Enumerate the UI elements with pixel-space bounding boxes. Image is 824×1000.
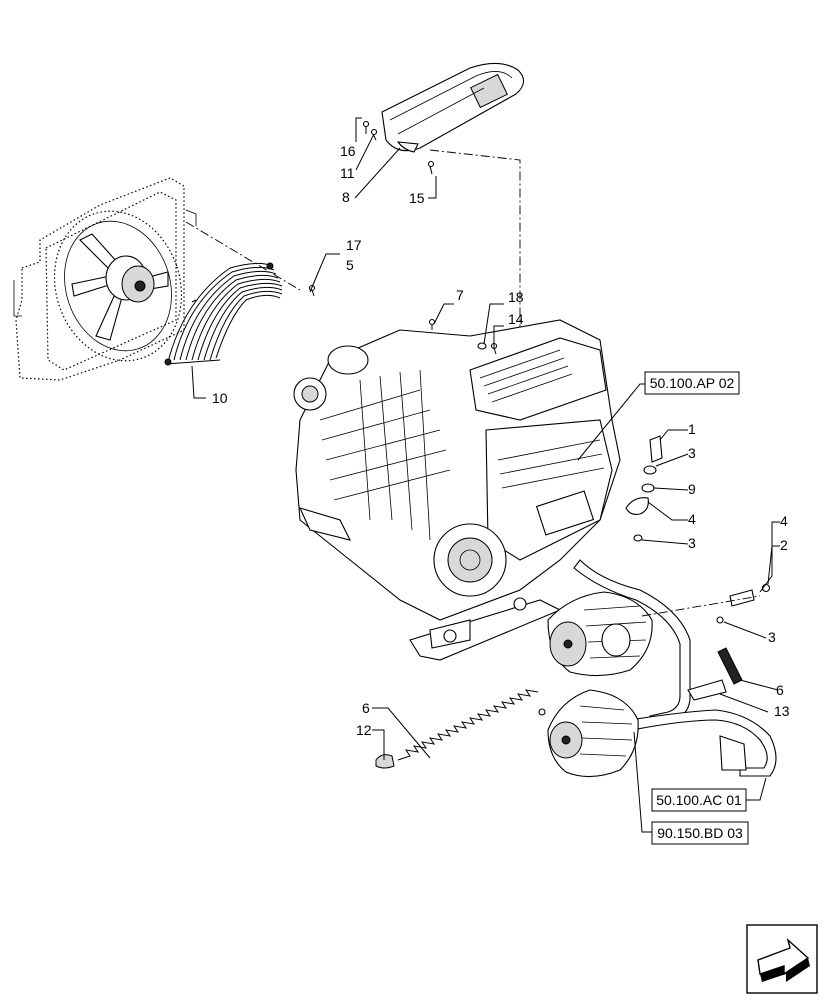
callout-15: 15 xyxy=(409,190,425,206)
callout-2: 2 xyxy=(780,537,788,553)
callout-12: 12 xyxy=(356,722,372,738)
air-intake-duct xyxy=(381,62,525,153)
compressor-lower xyxy=(547,689,639,778)
leader-lines xyxy=(191,117,780,833)
ref-box-bd03[interactable] xyxy=(651,821,749,845)
callout-6: 6 xyxy=(362,700,370,716)
callout-3: 3 xyxy=(688,445,696,461)
callout-6: 6 xyxy=(776,682,784,698)
callout-1: 1 xyxy=(688,421,696,437)
callout-14: 14 xyxy=(508,311,524,327)
callout-18: 18 xyxy=(508,289,524,305)
callout-13: 13 xyxy=(774,703,790,719)
callout-8: 8 xyxy=(342,189,350,205)
callout-10: 10 xyxy=(212,390,228,406)
callout-9: 9 xyxy=(688,481,696,497)
callout-4: 4 xyxy=(780,513,788,529)
ref-ac01-label: 50.100.AC 01 xyxy=(656,792,742,808)
fan-shroud xyxy=(13,177,197,381)
callout-3: 3 xyxy=(768,629,776,645)
callout-7: 7 xyxy=(456,287,464,303)
ref-box-ac01[interactable] xyxy=(651,788,747,812)
hoses xyxy=(573,559,777,777)
ref-bd03-label: 90.150.BD 03 xyxy=(657,825,743,841)
callout-17: 17 xyxy=(346,237,362,253)
callout-3: 3 xyxy=(688,535,696,551)
engine-assembly xyxy=(293,319,621,661)
callout-11: 11 xyxy=(340,165,355,181)
callout-labels: 16 11 8 15 17 5 10 7 18 14 1 3 9 4 3 4 2… xyxy=(212,143,790,738)
compressor-upper xyxy=(547,591,653,677)
ref-box-ap02[interactable] xyxy=(644,371,740,395)
ref-ap02-label: 50.100.AP 02 xyxy=(650,375,735,391)
fan-guard xyxy=(164,262,283,366)
callout-5: 5 xyxy=(346,257,354,273)
fittings-right xyxy=(625,435,771,701)
callout-4: 4 xyxy=(688,511,696,527)
spring-wire xyxy=(397,689,546,761)
next-page-arrow-icon[interactable] xyxy=(746,924,818,994)
callout-16: 16 xyxy=(340,143,356,159)
